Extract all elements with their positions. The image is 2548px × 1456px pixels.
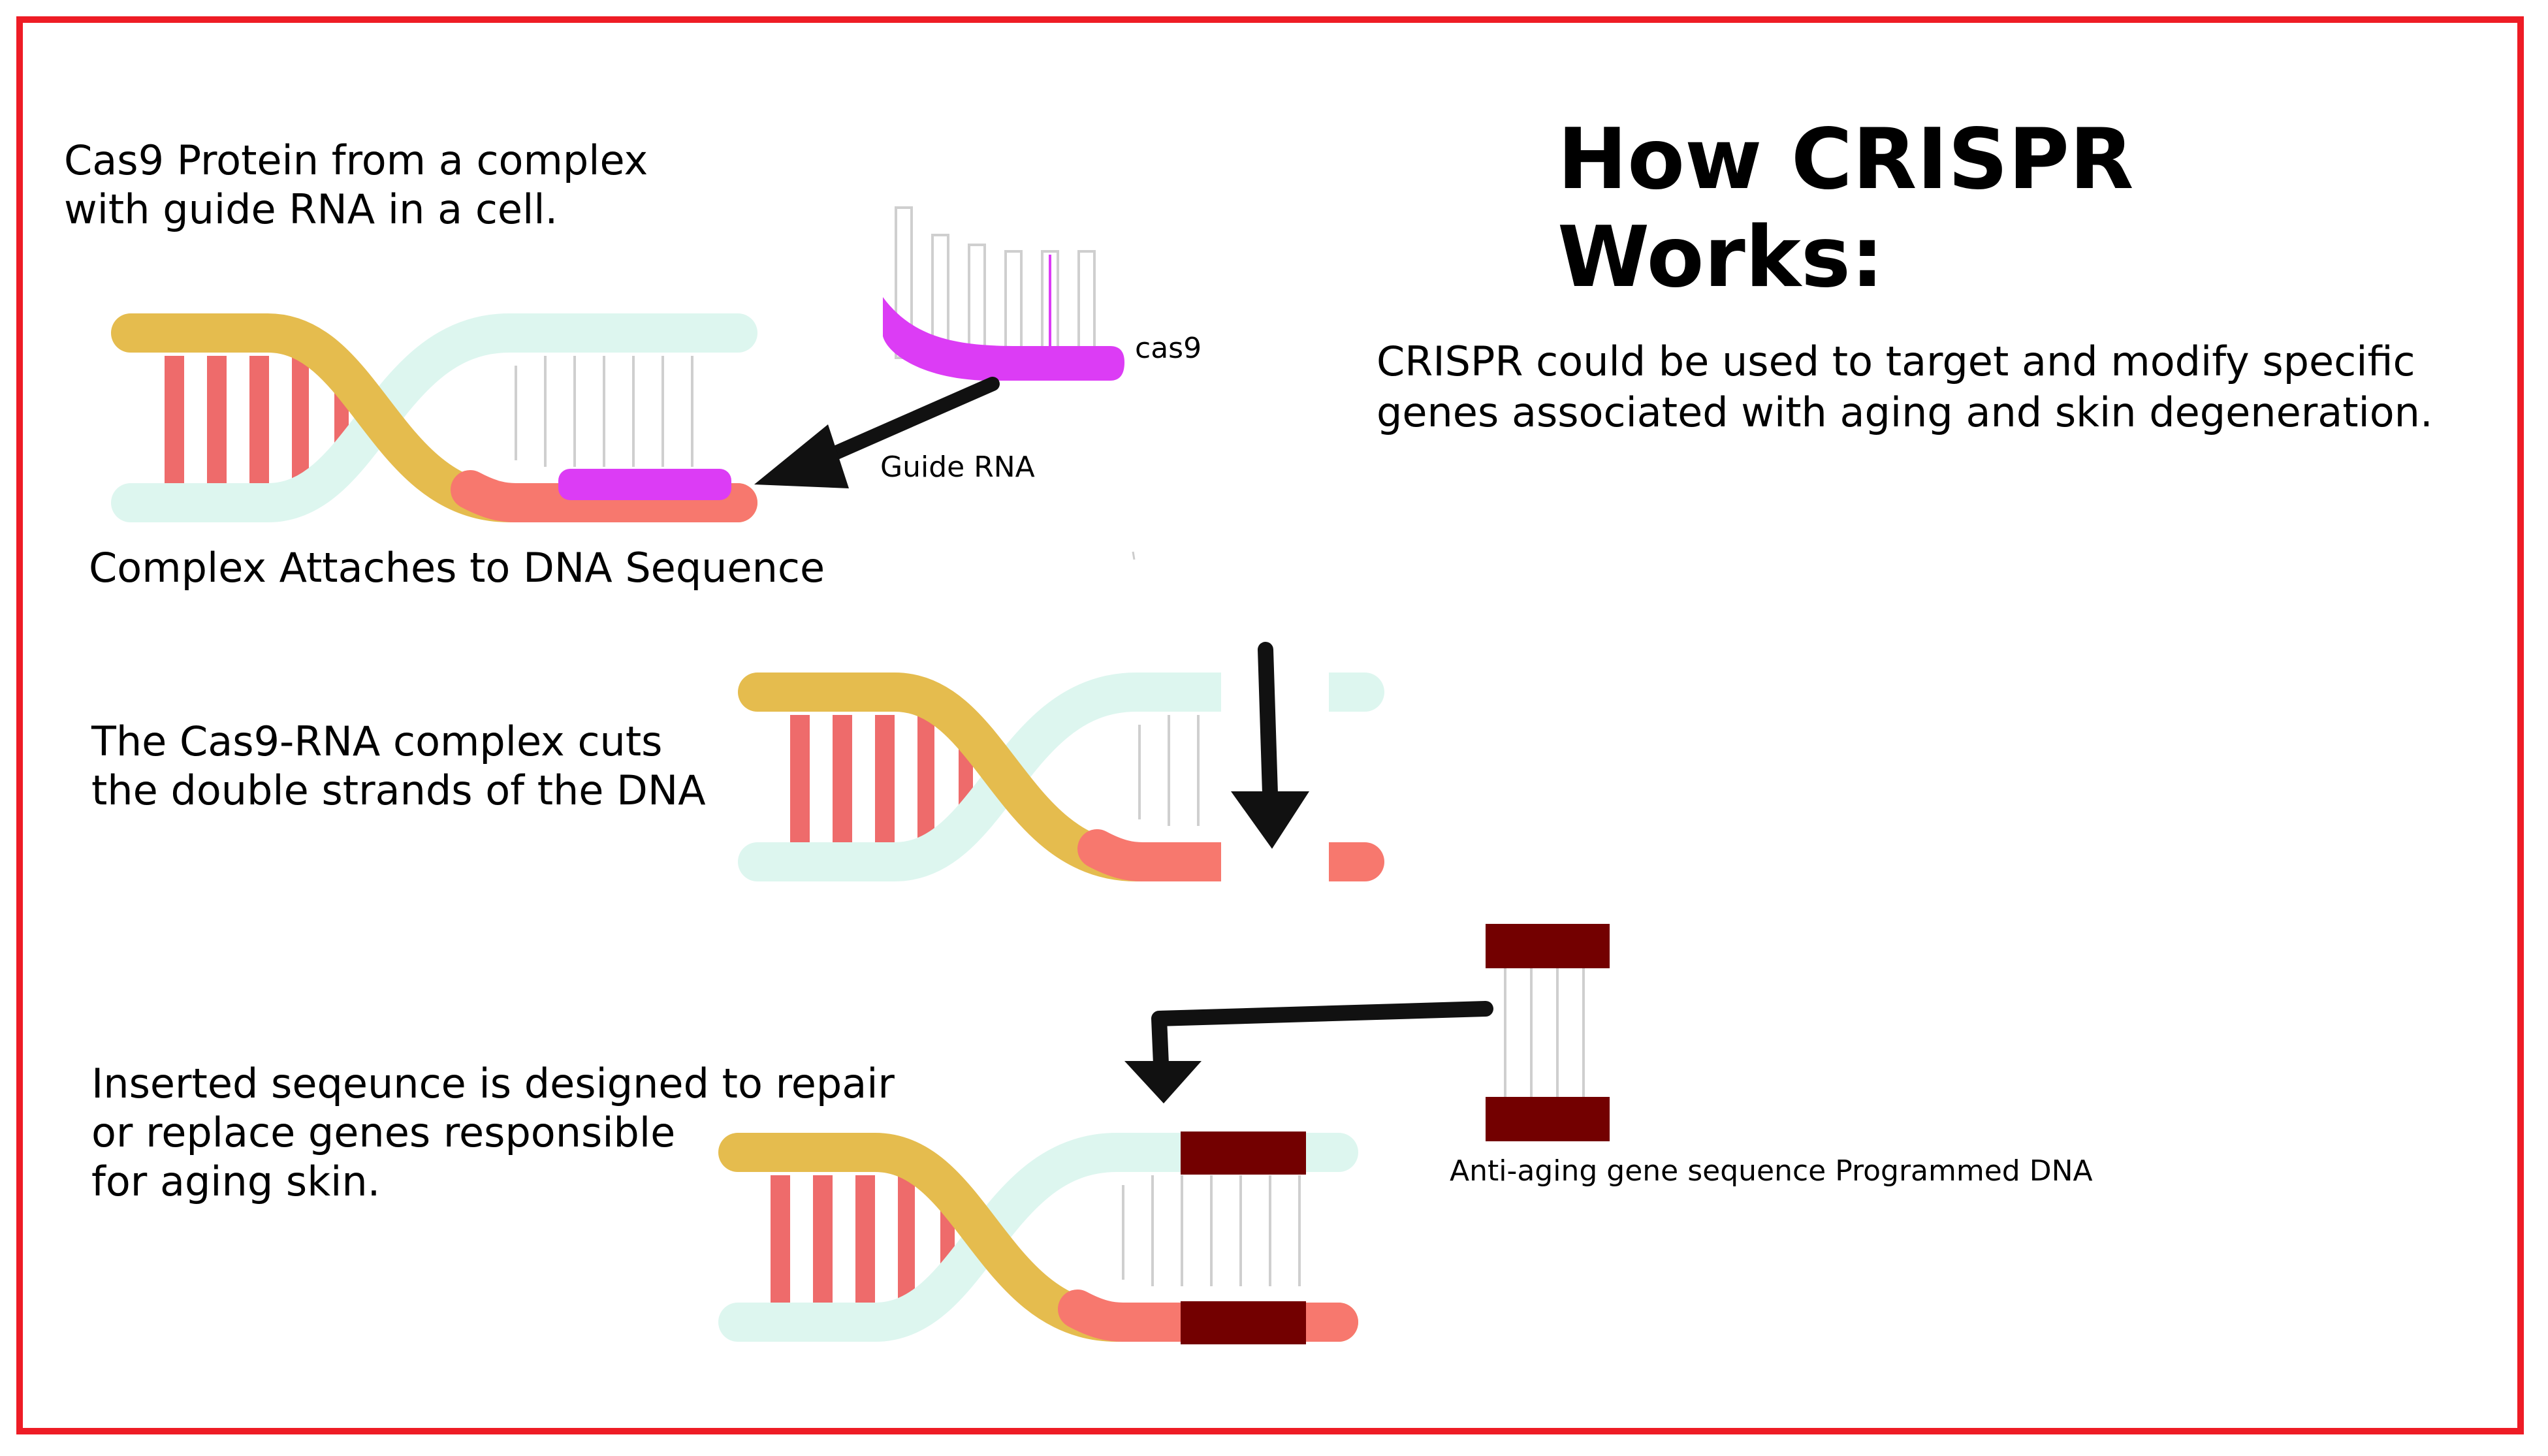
- attach-caption: Complex Attaches to DNA Sequence: [89, 544, 825, 592]
- step3-caption-line3: for aging skin.: [91, 1158, 381, 1205]
- dna3-right-rungs: [1122, 1175, 1301, 1286]
- dna1-right-rungs: [515, 356, 693, 467]
- dna-helix-1: [111, 313, 757, 522]
- inserted-sequence-top: [1181, 1132, 1306, 1175]
- step2-caption-line2: the double strands of the DNA: [91, 767, 706, 814]
- page-title-line2: Works:: [1557, 209, 1885, 306]
- cas9-label: cas9: [1135, 332, 1202, 365]
- stray-mark: [1132, 551, 1136, 560]
- arrow-cut-down: [1231, 642, 1309, 849]
- cas9-guide-rna-complex: [883, 206, 1124, 381]
- inserted-sequence-bottom: [1181, 1301, 1306, 1344]
- dna-helix-3-repaired: [718, 1132, 1358, 1344]
- cas9-protein-shape: [883, 297, 1124, 381]
- step1-caption-line1: Cas9 Protein from a complex: [64, 136, 648, 184]
- guide-rna-bound-segment: [558, 469, 731, 500]
- step3-caption-line1: Inserted seqeunce is designed to repair: [91, 1060, 895, 1107]
- description-line2: genes associated with aging and skin deg…: [1377, 388, 2433, 436]
- arrow-insert-to-dna: [1124, 1001, 1493, 1103]
- programmed-dna-label: Anti-aging gene sequence Programmed DNA: [1450, 1154, 2093, 1188]
- description-line1: CRISPR could be used to target and modif…: [1377, 338, 2415, 385]
- arrow-guide-to-dna: [754, 377, 1000, 488]
- programmed-dna-insert: [1486, 924, 1610, 1141]
- step1-caption-line2: with guide RNA in a cell.: [64, 185, 558, 233]
- step2-caption-line1: The Cas9-RNA complex cuts: [91, 718, 663, 765]
- guide-rna-label: Guide RNA: [880, 451, 1035, 484]
- dna2-right-rungs: [1138, 715, 1200, 826]
- dna-helix-2-cut: [738, 673, 1384, 881]
- step3-caption-line2: or replace genes responsible: [91, 1109, 676, 1156]
- page-title-line1: How CRISPR: [1557, 111, 2134, 208]
- dna1-coral-segment: [451, 470, 757, 522]
